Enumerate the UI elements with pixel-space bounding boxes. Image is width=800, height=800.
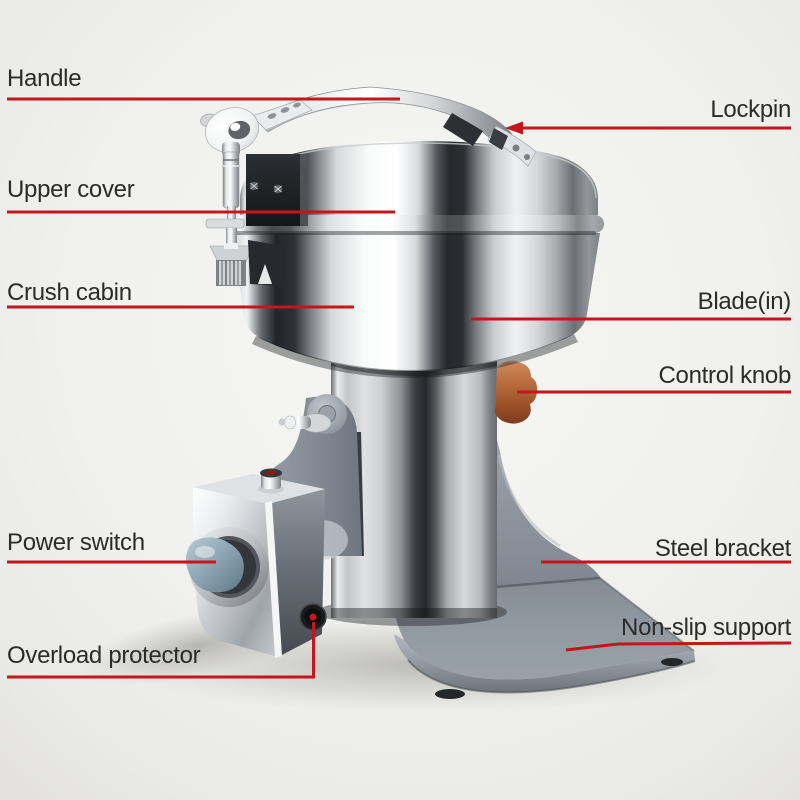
lockpin-latch — [487, 125, 537, 167]
label-upper-cover: Upper cover — [7, 176, 135, 203]
label-control-knob: Control knob — [658, 362, 792, 389]
power-switch — [186, 527, 269, 607]
label-handle: Handle — [7, 65, 82, 92]
leader-line-non-slip — [565, 641, 792, 652]
label-crush-cabin: Crush cabin — [7, 279, 132, 306]
leader-arrow-lockpin — [505, 121, 523, 135]
control-knob — [495, 360, 538, 424]
clamp-assembly — [200, 99, 313, 286]
clamp-hinge-block — [246, 154, 308, 226]
label-power-switch: Power switch — [7, 529, 145, 556]
power-switch-box — [186, 468, 327, 658]
clamp-roller — [200, 107, 260, 153]
rim-ring — [226, 215, 604, 235]
label-non-slip-support: Non-slip support — [621, 614, 791, 641]
clamp-rod — [205, 142, 284, 286]
crush-cabin — [232, 233, 600, 378]
label-overload-protector: Overload protector — [7, 642, 201, 669]
leader-lines — [7, 97, 792, 679]
label-steel-bracket: Steel bracket — [654, 535, 791, 562]
bracket-bolt — [278, 413, 332, 433]
handle — [255, 86, 513, 149]
box-top-cap — [258, 468, 284, 494]
label-blade: Blade(in) — [697, 288, 792, 315]
label-lockpin: Lockpin — [710, 96, 791, 123]
non-slip-support — [394, 634, 696, 699]
